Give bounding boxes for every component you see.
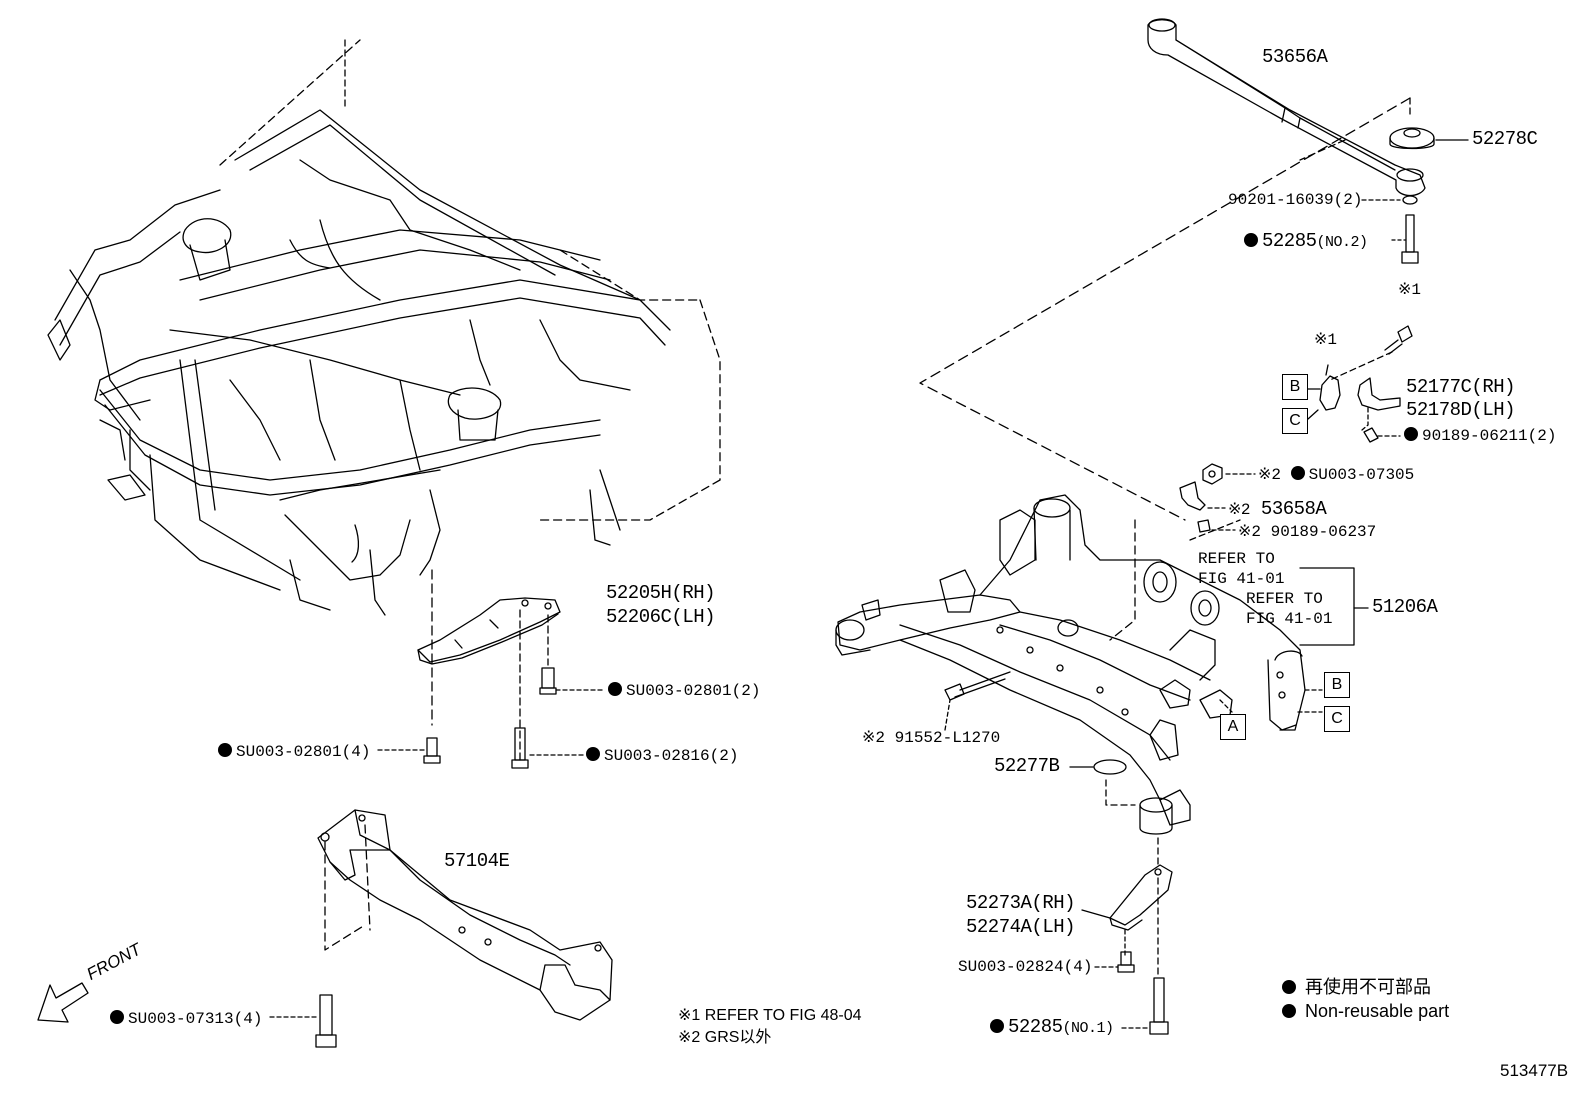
callout-53658a: ※2 53658A — [1228, 498, 1327, 520]
callout-52285-no1: 52285(NO.1) — [990, 1018, 1114, 1037]
callout-su003-02824: SU003-02824(4) — [958, 958, 1093, 976]
note-ref-1: ※1 REFER TO FIG 48-04 — [678, 1007, 862, 1024]
callout-52177c: 52177C(RH) — [1406, 376, 1516, 398]
non-reusable-dot — [586, 747, 600, 761]
callout-53656a: 53656A — [1262, 46, 1328, 68]
non-reusable-dot — [1244, 233, 1258, 247]
ref-box-c-upper: C — [1282, 408, 1308, 434]
non-reusable-dot — [1404, 427, 1418, 441]
brace-53656a — [1147, 18, 1426, 197]
part-52278c — [1389, 127, 1469, 150]
bolt-su003-07313 — [269, 994, 337, 1048]
callout-90189-06237: ※2 90189-06237 — [1238, 523, 1377, 541]
callout-52206c: 52206C(LH) — [606, 606, 716, 628]
ref-mark-1-top: ※1 — [1398, 281, 1422, 299]
hardware-cluster-upper — [1179, 463, 1256, 533]
non-reusable-dot — [1282, 1004, 1296, 1018]
callout-52278c: 52278C — [1472, 128, 1538, 150]
callout-su003-02816: SU003-02816(2) — [586, 747, 738, 764]
bolt-group-left — [377, 667, 606, 769]
ref-box-b-lower: B — [1324, 672, 1350, 698]
callout-51206a: 51206A — [1372, 596, 1438, 618]
guide-line-dashed — [919, 97, 1411, 521]
washer-bolt-upper — [1329, 195, 1419, 381]
ref-box-c-lower: C — [1324, 706, 1350, 732]
callout-90189-06211: 90189-06211(2) — [1404, 427, 1556, 444]
ref-box-a: A — [1220, 714, 1246, 740]
callout-90201-16039: 90201-16039(2) — [1228, 191, 1363, 209]
callout-su003-07305: ※2 SU003-07305 — [1258, 466, 1415, 484]
ref-box-b-upper: B — [1282, 374, 1308, 400]
refer-text-1b: FIG 41-01 — [1198, 570, 1285, 588]
front-body-structure — [47, 39, 721, 726]
callout-52274a: 52274A(LH) — [966, 916, 1076, 938]
callout-su003-07313: SU003-07313(4) — [110, 1010, 262, 1027]
callout-52205h: 52205H(RH) — [606, 582, 716, 604]
legend-en: Non-reusable part — [1282, 1002, 1449, 1020]
bolt-group-lower-right — [1094, 951, 1169, 1035]
refer-text-2b: FIG 41-01 — [1246, 610, 1333, 628]
bracket-52205h — [417, 597, 561, 761]
legend-jp: 再使用不可部品 — [1282, 978, 1431, 996]
callout-57104e: 57104E — [444, 850, 510, 872]
callout-52178d: 52178D(LH) — [1406, 399, 1516, 421]
refer-text-2a: REFER TO — [1246, 590, 1323, 608]
figure-id: 513477B — [1500, 1061, 1569, 1080]
non-reusable-dot — [110, 1010, 124, 1024]
note-ref-2: ※2 GRS以外 — [678, 1029, 772, 1046]
non-reusable-dot — [218, 743, 232, 757]
front-arrow — [37, 982, 89, 1023]
callout-52273a: 52273A(RH) — [966, 892, 1076, 914]
ref-mark-1-mid: ※1 — [1314, 331, 1338, 349]
subframe-51206a — [835, 494, 1369, 835]
callout-52277b: 52277B — [994, 755, 1060, 777]
member-57104e — [317, 809, 613, 1021]
callout-su003-02801-2: SU003-02801(2) — [608, 682, 760, 699]
callout-91552-l1270: ※2 91552-L1270 — [862, 729, 1001, 747]
non-reusable-dot — [1282, 980, 1296, 994]
callout-su003-02801-4: SU003-02801(4) — [218, 743, 370, 760]
bracket-52177c — [1307, 364, 1401, 443]
non-reusable-dot — [1290, 466, 1305, 480]
non-reusable-dot — [990, 1019, 1004, 1033]
washer-52277b — [1069, 759, 1136, 806]
callout-52285-no2: 52285(NO.2) — [1244, 232, 1368, 251]
bracket-52273a — [1081, 837, 1173, 976]
refer-text-1a: REFER TO — [1198, 550, 1275, 568]
non-reusable-dot — [608, 682, 622, 696]
